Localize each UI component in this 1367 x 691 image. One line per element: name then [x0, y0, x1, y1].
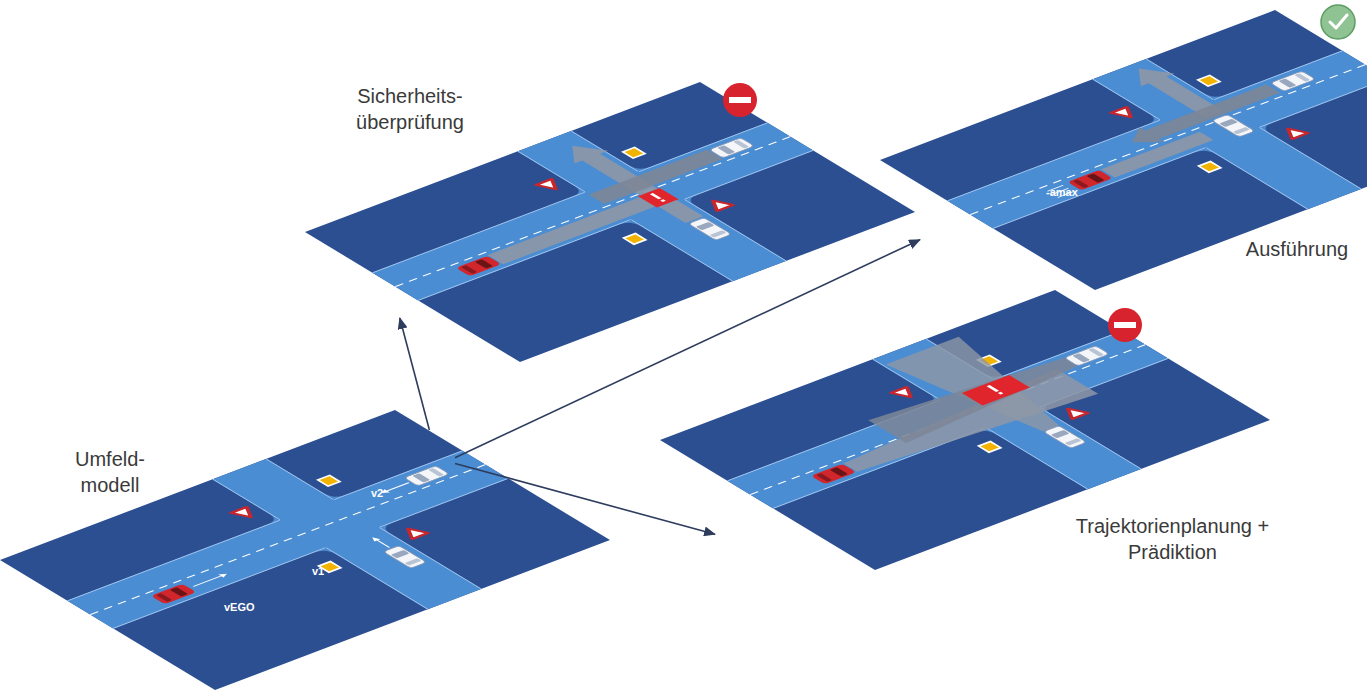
- label-box: Umfeld- modell: [43, 446, 177, 498]
- other-car: [404, 466, 449, 486]
- conflict-zone: [962, 375, 1030, 405]
- check-icon: [1321, 5, 1355, 39]
- panel-node: Sicherheits- überprüfung: [300, 75, 910, 318]
- warning-mark: [998, 392, 1004, 395]
- other-car: [1270, 71, 1315, 91]
- stop-icon: [723, 83, 757, 117]
- warning-mark: [987, 385, 999, 392]
- velocity-arrow: [377, 540, 389, 547]
- execution-panel: [880, 10, 1367, 290]
- panel-label: Umfeld- modell: [43, 446, 177, 498]
- velocity-arrow: [193, 576, 221, 587]
- free-label: v2: [371, 483, 383, 501]
- panel-node: Umfeld- modell: [40, 430, 455, 688]
- velocity-label: v1: [312, 565, 324, 577]
- panel-node: Ausführung: [920, 8, 1365, 290]
- label-box: Sicherheits- überprüfung: [338, 83, 482, 135]
- ego-car: [811, 464, 856, 484]
- warning-mark: [650, 193, 662, 199]
- warning-mark: [660, 199, 666, 202]
- other-car: [709, 138, 754, 158]
- ego-car: [151, 584, 196, 604]
- other-car: [1064, 346, 1109, 366]
- stop-icon: [1108, 308, 1142, 342]
- intersection: [305, 82, 915, 362]
- flow-arrow: [400, 318, 430, 430]
- free-label: -amax: [1046, 182, 1078, 200]
- label-box: Trajektorienplanung + Prädiktion: [1073, 513, 1272, 565]
- free-label: vEGO: [224, 597, 255, 615]
- other-trajectory: [589, 150, 723, 204]
- intersection: [0, 410, 610, 690]
- intersection: [880, 10, 1367, 290]
- velocity-label: v2: [371, 487, 383, 499]
- label-box: Ausführung: [1240, 236, 1354, 262]
- velocity-arrow: [218, 572, 229, 577]
- panel-node: Trajektorienplanung + Prädiktion: [715, 330, 1275, 575]
- safety-check-panel: [305, 82, 915, 362]
- panel-label: Ausführung: [1240, 236, 1354, 262]
- flow-arrow: [455, 463, 715, 534]
- ego-trajectory: [488, 191, 671, 264]
- flow-arrow: [455, 240, 920, 458]
- velocity-label: -amax: [1046, 186, 1078, 198]
- other-car: [383, 546, 426, 569]
- other-car: [688, 218, 731, 241]
- velocity-label: vEGO: [224, 601, 255, 613]
- conflict-zone: [638, 188, 679, 208]
- other-car: [1212, 114, 1255, 137]
- panel-label: Trajektorienplanung + Prädiktion: [1073, 513, 1272, 565]
- free-label: v1: [312, 561, 324, 579]
- environment-panel: [0, 410, 610, 690]
- panel-label: Sicherheits- überprüfung: [338, 83, 482, 135]
- other-car: [1043, 426, 1086, 449]
- other-trajectory: [1120, 81, 1285, 149]
- velocity-arrow: [387, 483, 409, 491]
- velocity-arrow: [369, 536, 380, 541]
- ego-car: [456, 256, 501, 276]
